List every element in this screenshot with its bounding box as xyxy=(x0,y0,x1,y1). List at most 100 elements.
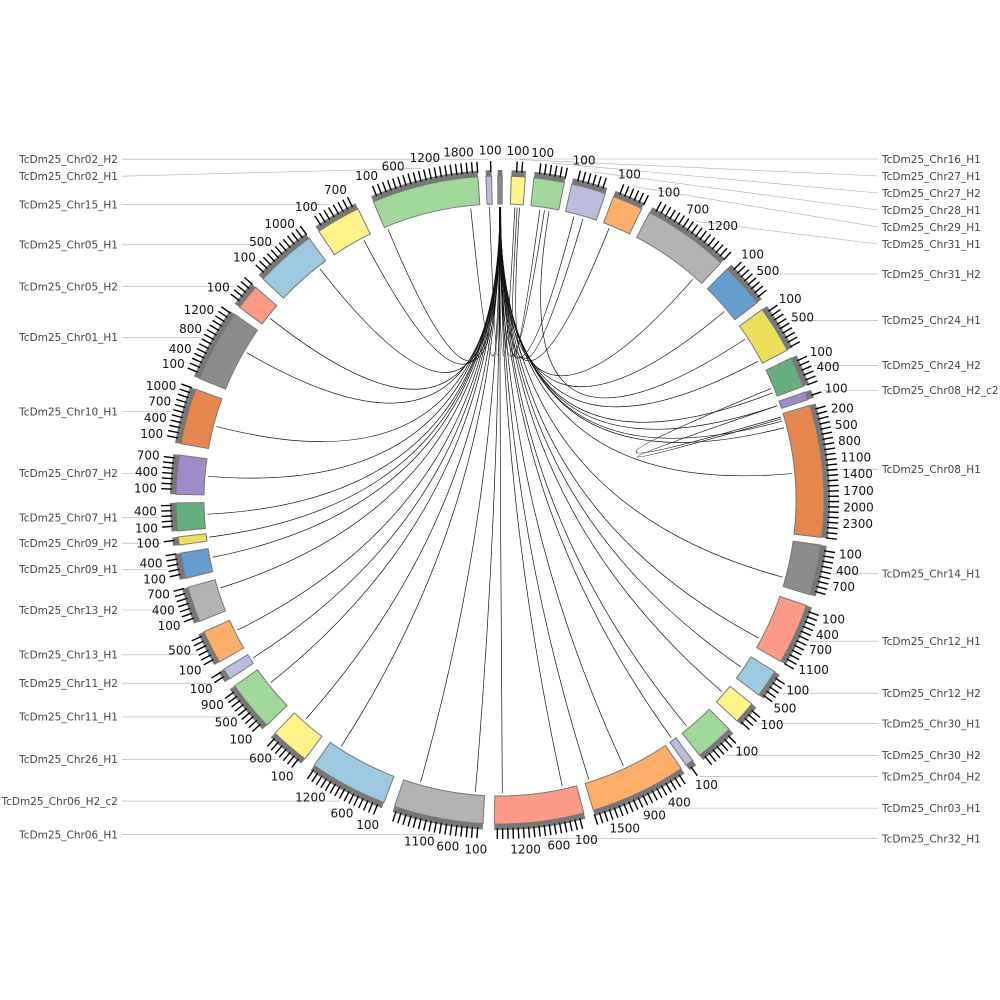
segment-band xyxy=(706,268,758,321)
tick-mark xyxy=(664,206,672,217)
tick-label: 100 xyxy=(271,769,294,783)
tick-mark xyxy=(241,711,251,721)
tick-label: 1200 xyxy=(410,151,441,165)
tick-mark xyxy=(579,817,584,829)
tick-mark xyxy=(402,814,407,826)
segment-TcDm25_Chr11_H2 xyxy=(211,653,254,684)
segment-TcDm25_Chr31_H1 xyxy=(636,201,732,285)
tick-mark xyxy=(564,167,569,179)
segment-TcDm25_Chr07_H1 xyxy=(161,502,206,532)
tick-mark xyxy=(215,315,226,323)
tick-mark xyxy=(259,260,268,270)
tick-label: 100 xyxy=(735,745,758,759)
segment-band xyxy=(765,357,805,397)
tick-mark xyxy=(623,186,630,197)
link-TcDm25_Chr01_H1-TcDm25_Chr16_H1 xyxy=(246,206,501,404)
segment-band xyxy=(187,579,227,623)
tick-mark xyxy=(803,370,814,376)
link-TcDm25_Chr24_H1-TcDm25_Chr27_H2 xyxy=(540,211,746,399)
segment-band xyxy=(175,454,208,496)
segment-TcDm25_Chr04_H2 xyxy=(669,737,698,777)
tick-mark xyxy=(278,242,287,252)
tick-label: 100 xyxy=(839,548,862,562)
segment-name: TcDm25_Chr16_H1 xyxy=(881,154,981,166)
tick-label: 700 xyxy=(686,203,709,217)
tick-mark xyxy=(274,245,283,255)
tick-mark xyxy=(244,715,254,725)
tick-mark xyxy=(674,777,682,788)
tick-mark xyxy=(638,192,645,204)
tick-mark xyxy=(423,819,427,831)
tick-mark xyxy=(522,827,525,839)
tick-label: 100 xyxy=(137,537,160,551)
tick-mark xyxy=(798,635,809,641)
segment-name: TcDm25_Chr14_H1 xyxy=(881,569,981,581)
segment-name: TcDm25_Chr11_H1 xyxy=(18,712,118,724)
tick-mark xyxy=(810,391,822,397)
tick-mark xyxy=(324,780,332,791)
tick-mark xyxy=(793,644,805,651)
segment-TcDm25_Chr09_H1 xyxy=(165,548,214,580)
segment-axis-ring xyxy=(686,760,697,771)
tick-mark xyxy=(353,795,360,807)
tick-mark xyxy=(825,537,837,540)
segment-band xyxy=(318,208,371,256)
label-leader-line xyxy=(593,171,879,211)
tick-mark xyxy=(824,447,836,451)
segment-TcDm25_Chr30_H2 xyxy=(681,708,737,766)
tick-label: 100 xyxy=(761,718,784,732)
segment-TcDm25_Chr13_H1 xyxy=(191,619,245,666)
segment-TcDm25_Chr30_H1 xyxy=(715,685,761,731)
link-TcDm25_Chr05_H1-TcDm25_Chr16_H1 xyxy=(319,206,501,373)
tick-mark xyxy=(183,617,195,623)
segment-axis-ring xyxy=(494,812,586,831)
tick-label: 200 xyxy=(831,402,854,416)
tick-mark xyxy=(533,826,536,838)
tick-label: 100 xyxy=(233,251,256,265)
tick-label: 1500 xyxy=(610,821,641,835)
tick-mark xyxy=(237,707,248,716)
tick-mark xyxy=(428,820,432,832)
tick-mark xyxy=(476,827,479,839)
tick-mark xyxy=(417,818,422,830)
tick-mark xyxy=(824,452,836,456)
tick-mark xyxy=(558,822,563,834)
tick-mark xyxy=(177,393,189,399)
tick-label: 1000 xyxy=(146,379,177,393)
tick-label: 400 xyxy=(135,465,158,479)
tick-label: 100 xyxy=(140,427,163,441)
tick-mark xyxy=(699,230,707,241)
tick-mark xyxy=(549,164,553,176)
tick-mark xyxy=(772,681,783,690)
tick-mark xyxy=(656,787,663,799)
tick-mark xyxy=(627,801,634,813)
segment-name: TcDm25_Chr07_H2 xyxy=(18,468,118,480)
tick-mark xyxy=(747,713,758,723)
tick-mark xyxy=(632,799,639,810)
tick-mark xyxy=(171,414,183,419)
tick-label: 400 xyxy=(836,564,859,578)
label-leader-line xyxy=(551,162,879,194)
tick-mark xyxy=(827,474,839,477)
segment-name: TcDm25_Chr05_H1 xyxy=(18,240,118,252)
tick-mark xyxy=(291,758,300,768)
tick-mark xyxy=(827,479,839,482)
link-TcDm25_Chr08_H1-TcDm25_Chr16_H1 xyxy=(499,206,792,477)
tick-mark xyxy=(166,558,178,562)
tick-mark xyxy=(751,709,761,719)
tick-mark xyxy=(796,355,808,362)
tick-mark xyxy=(433,167,438,179)
segment-axis-ring xyxy=(270,733,306,764)
segment-axis-ring xyxy=(315,203,358,232)
tick-mark xyxy=(823,550,836,554)
tick-mark xyxy=(826,532,838,535)
tick-mark xyxy=(376,183,383,195)
tick-mark xyxy=(438,166,443,178)
segment-axis-ring xyxy=(736,703,757,726)
tick-mark xyxy=(161,477,173,480)
tick-mark xyxy=(423,169,427,181)
tick-label: 600 xyxy=(249,752,272,766)
tick-mark xyxy=(201,338,212,345)
segment-TcDm25_Chr12_H1 xyxy=(755,595,819,670)
link-TcDm25_Chr24_H1-TcDm25_Chr16_H1 xyxy=(500,206,759,408)
